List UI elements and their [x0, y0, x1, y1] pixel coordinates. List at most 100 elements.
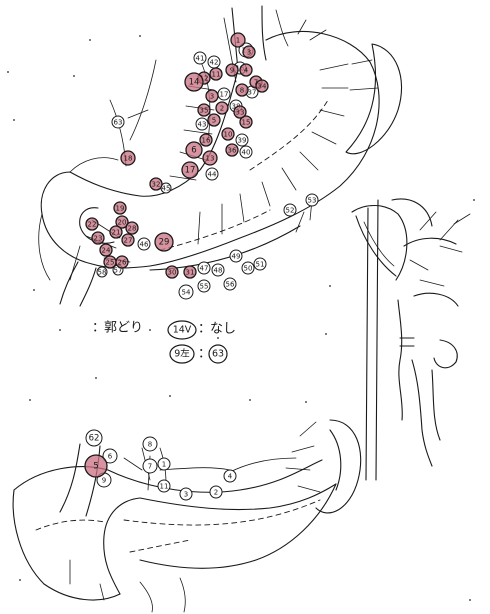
- upper-node-red-label: 34: [258, 83, 267, 91]
- upper-node-red-label: 29: [159, 238, 170, 248]
- upper-node-red-34: 33: [234, 106, 246, 118]
- lower-node-white-label: 11: [160, 483, 169, 491]
- upper-node-red-label: 8: [240, 87, 244, 95]
- legend-circle-63-label: 63: [212, 349, 224, 360]
- upper-node-white-20: 52: [284, 204, 296, 216]
- upper-node-red-label: 24: [102, 247, 111, 255]
- lower-node-white-8: 2: [210, 486, 222, 498]
- upper-node-white-24: 56: [224, 278, 236, 290]
- upper-node-white-26: 58: [97, 267, 107, 277]
- upper-node-red-label: 27: [124, 237, 133, 245]
- upper-node-red-18: 17: [182, 162, 198, 178]
- upper-node-red-37: 36: [226, 144, 238, 156]
- upper-node-red-29: 28: [126, 222, 138, 234]
- upper-node-red-3: 4: [240, 64, 252, 76]
- upper-node-white-21: 53: [306, 194, 318, 206]
- upper-node-red-label: 28: [128, 225, 137, 233]
- upper-node-white-17: 49: [230, 250, 242, 262]
- upper-node-red-label: 13: [206, 155, 215, 163]
- upper-node-white-12: 44: [206, 168, 218, 180]
- lower-node-white-4: 7: [143, 459, 157, 473]
- upper-node-red-12: 5: [208, 114, 220, 126]
- upper-node-red-1: 1: [231, 33, 245, 47]
- lower-node-white-1: 62: [86, 430, 102, 446]
- upper-node-red-33: 32: [150, 178, 162, 190]
- upper-node-red-label: 6: [191, 146, 196, 156]
- lower-node-white-label: 7: [148, 463, 152, 471]
- upper-node-white-label: 46: [140, 241, 149, 249]
- upper-node-red-label: 36: [228, 147, 237, 155]
- upper-node-red-label: 5: [212, 117, 216, 125]
- upper-node-red-label: 25: [106, 259, 115, 267]
- upper-node-red-10: 3: [206, 90, 218, 102]
- upper-node-red-label: 19: [116, 205, 125, 213]
- upper-node-white-label: 37: [248, 89, 257, 97]
- upper-node-white-11: 43: [196, 118, 208, 130]
- upper-node-red-7: 11: [210, 68, 222, 80]
- lower-node-white-7: 3: [180, 488, 192, 500]
- upper-node-red-25: 24: [100, 244, 112, 256]
- upper-node-red-label: 35: [200, 107, 209, 115]
- lower-node-group: 6268711132495: [85, 430, 236, 500]
- upper-node-red-15: 16: [200, 134, 212, 146]
- upper-node-red-label: 1: [236, 37, 240, 45]
- lower-node-white-label: 9: [102, 477, 106, 485]
- upper-node-red-16: 6: [186, 142, 202, 158]
- upper-node-red-label: 3: [247, 49, 251, 57]
- upper-node-white-label: 43: [198, 121, 207, 129]
- upper-node-red-13: 10: [222, 128, 234, 140]
- upper-node-red-label: 14: [189, 78, 200, 88]
- upper-node-red-30: 29: [155, 233, 173, 251]
- lower-node-white-label: 6: [108, 453, 113, 461]
- upper-node-red-22: 21: [110, 226, 122, 238]
- lower-node-red-label: 5: [93, 462, 98, 472]
- upper-node-red-27: 26: [116, 256, 128, 268]
- upper-node-white-14: 46: [138, 238, 150, 250]
- upper-node-white-label: 51: [256, 261, 265, 269]
- upper-node-white-22: 54: [179, 285, 193, 299]
- upper-node-red-label: 23: [94, 235, 103, 243]
- upper-node-red-24: 23: [92, 232, 104, 244]
- upper-node-red-label: 9: [230, 67, 234, 75]
- upper-node-white-label: 17: [220, 91, 229, 99]
- upper-node-white-label: 55: [200, 283, 209, 291]
- lower-node-white-3: 8: [143, 437, 157, 451]
- upper-node-red-31: 30: [166, 266, 178, 278]
- upper-node-white-9: 41: [194, 52, 206, 64]
- upper-node-red-26: 25: [104, 256, 116, 268]
- lower-node-red-1: 5: [85, 455, 107, 477]
- upper-node-red-6: 9: [226, 64, 238, 76]
- legend-row1-left: 郭どり: [104, 320, 143, 336]
- upper-node-group: 1316176337383940414243444546474849505152…: [86, 33, 318, 299]
- upper-node-white-3: 17: [218, 88, 230, 100]
- upper-node-white-label: 52: [286, 207, 295, 215]
- upper-node-red-35: 34: [256, 80, 268, 92]
- upper-node-white-7: 39: [236, 134, 248, 146]
- upper-node-red-label: 15: [242, 119, 251, 127]
- upper-node-red-label: 2: [220, 105, 224, 113]
- legend-circle-9left-label: 9左: [174, 348, 190, 360]
- lower-node-white-label: 3: [184, 491, 188, 499]
- legend-circle-14v-label: 14V: [173, 325, 192, 336]
- lower-node-white-6: 11: [158, 480, 170, 492]
- lower-node-white-label: 62: [89, 434, 100, 444]
- legend: ： 郭どり 14V ： なし 9左 ： 63: [92, 320, 236, 364]
- lower-pancreas-drawing: [13, 420, 361, 612]
- upper-node-red-label: 4: [244, 67, 249, 75]
- upper-node-red-36: 35: [198, 104, 210, 116]
- upper-node-white-23: 55: [198, 280, 210, 292]
- upper-node-red-label: 18: [124, 155, 133, 163]
- upper-node-red-label: 21: [112, 229, 121, 237]
- upper-node-white-label: 50: [244, 265, 253, 273]
- upper-node-red-5: 8: [236, 84, 248, 96]
- upper-node-white-label: 63: [114, 119, 123, 127]
- upper-node-red-label: 20: [118, 219, 127, 227]
- right-organ-drawing: [352, 199, 470, 480]
- upper-node-red-label: 32: [152, 181, 161, 189]
- upper-node-white-label: 45: [162, 185, 171, 193]
- upper-node-red-23: 22: [86, 218, 98, 230]
- lower-node-white-9: 4: [224, 470, 236, 482]
- upper-node-white-16: 48: [212, 264, 224, 276]
- upper-node-red-label: 33: [236, 109, 245, 117]
